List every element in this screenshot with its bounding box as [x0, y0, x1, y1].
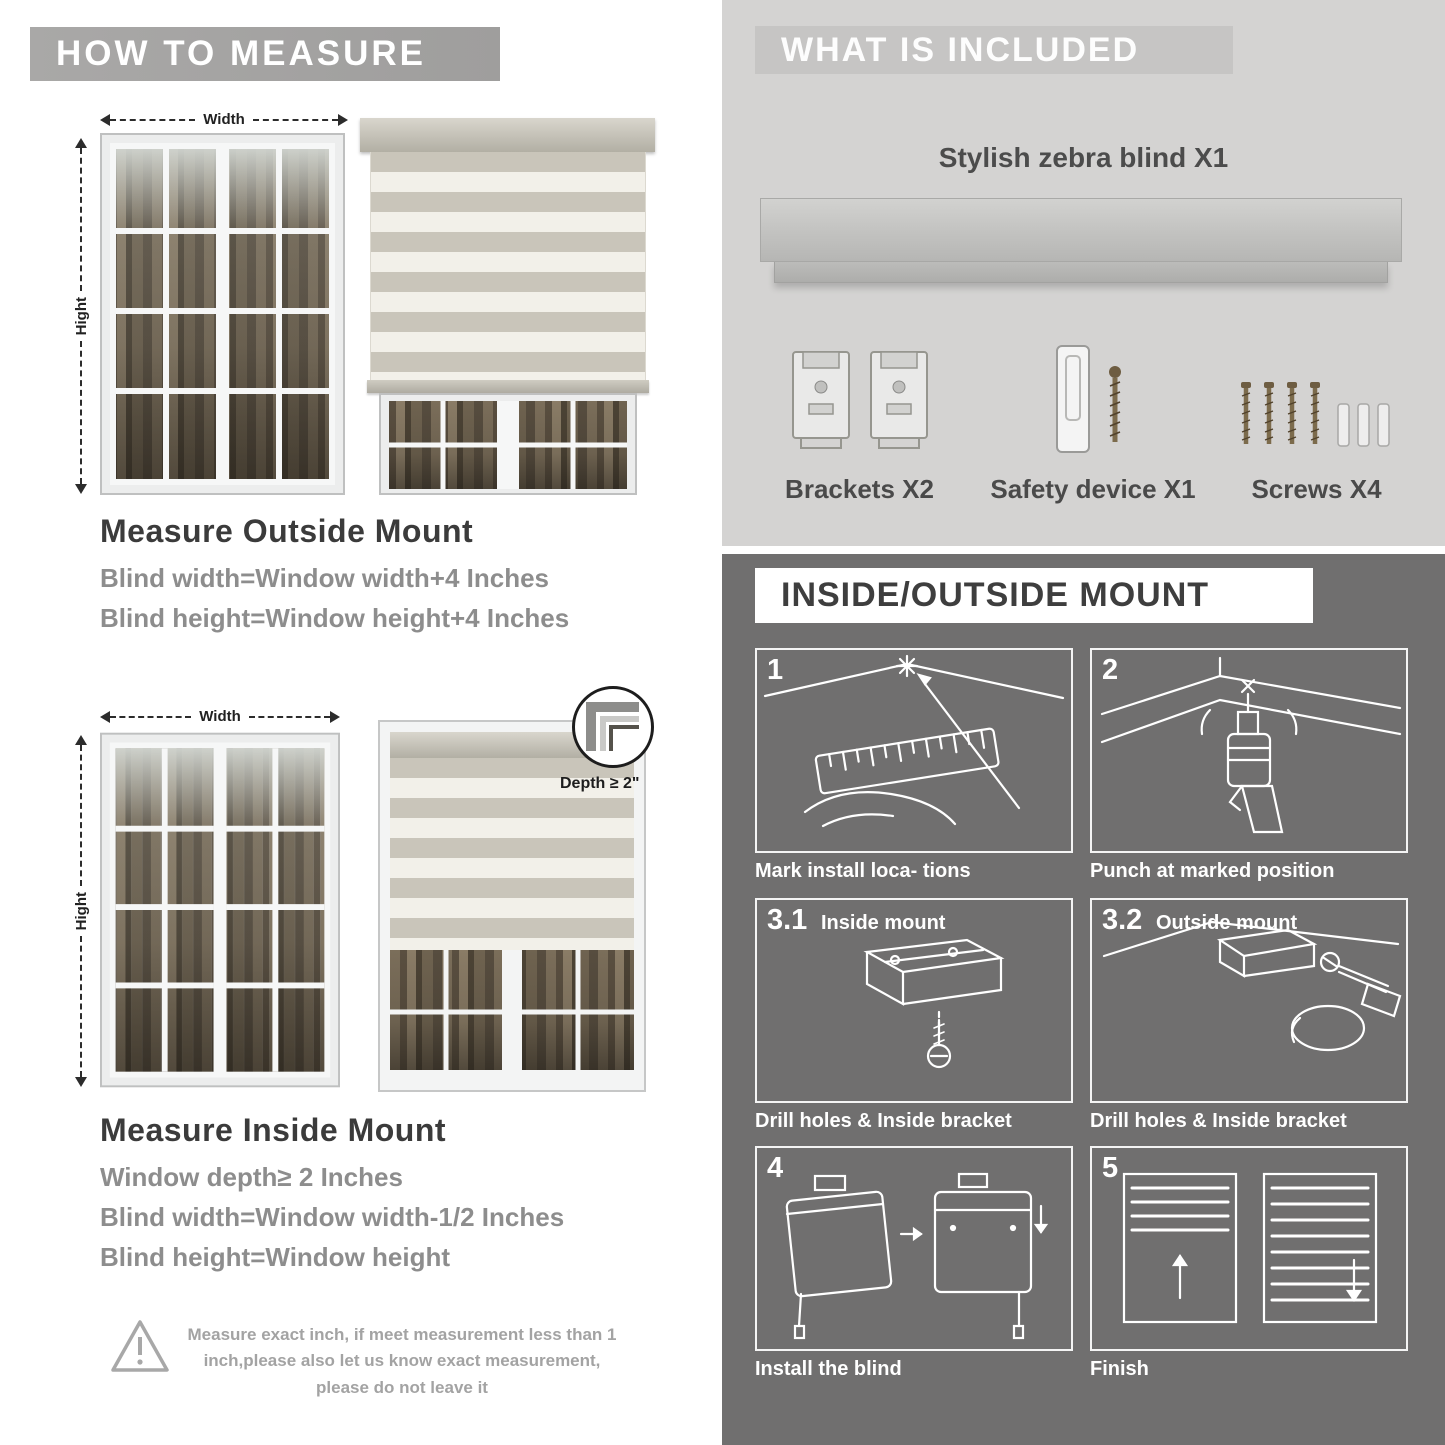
blind-headrail [360, 118, 655, 152]
width-arrow-outside: Width [100, 111, 349, 128]
step-label: Inside mount [821, 912, 946, 934]
brackets-label: Brackets X2 [785, 474, 934, 504]
outside-height-formula: Blind height=Window height+4 Inches [100, 603, 570, 633]
step2-caption: Punch at marked position [1090, 860, 1335, 882]
step5-caption: Finish [1090, 1358, 1149, 1380]
inside-height-formula: Blind height=Window height [100, 1242, 450, 1272]
step-number: 2 [1102, 654, 1119, 686]
step3-2-caption: Drill holes & Inside bracket [1090, 1110, 1347, 1132]
arrow-right-icon [330, 711, 341, 723]
step2-illustration [1100, 656, 1402, 834]
step-panel-5: 5 [1090, 1146, 1408, 1351]
height-arrow-inside: Hight [72, 735, 90, 1088]
depth-callout-circle [572, 686, 654, 768]
window-illustration-outside [100, 133, 345, 495]
arrow-right-icon [338, 114, 349, 126]
screws-label: Screws X4 [1251, 474, 1382, 504]
step5-illustration [1122, 1172, 1378, 1324]
blind-outside-mount-illustration [360, 118, 655, 495]
safety-device-label: Safety device X1 [990, 474, 1196, 504]
width-label: Width [203, 111, 245, 128]
step3-1-illustration [863, 938, 1005, 1069]
height-label: Hight [72, 296, 90, 336]
brackets-icon [785, 332, 935, 460]
window-corner-detail [586, 702, 639, 751]
step-panel-3-2: 3.2 Outside mount [1090, 898, 1408, 1103]
inside-mount-title: Measure Inside Mount [100, 1112, 447, 1148]
zebra-blind-headrail-illustration [760, 198, 1402, 283]
step3-1-caption: Drill holes & Inside bracket [755, 1110, 1012, 1132]
arrow-left-icon [100, 711, 110, 723]
safety-device-icon [1043, 332, 1143, 460]
height-arrow-outside: Hight [72, 138, 90, 495]
step-number: 1 [767, 654, 784, 686]
outside-mount-title: Measure Outside Mount [100, 513, 474, 549]
window-below-blind [378, 393, 637, 495]
inside-outside-mount-header: INSIDE/OUTSIDE MOUNT [755, 568, 1313, 623]
depth-label: Depth ≥ 2" [560, 775, 640, 792]
glass-below-blind [390, 950, 634, 1080]
step-panel-2: 2 [1090, 648, 1408, 853]
width-label: Width [199, 708, 241, 725]
mount-section [722, 554, 1445, 1445]
arrow-up-icon [75, 735, 87, 745]
inside-width-formula: Blind width=Window width-1/2 Inches [100, 1202, 565, 1232]
step1-caption: Mark install loca- tions [755, 860, 971, 882]
what-is-included-header: WHAT IS INCLUDED [755, 26, 1233, 74]
zebra-stripes [390, 758, 634, 950]
step4-caption: Install the blind [755, 1358, 902, 1380]
included-item-brackets: Brackets X2 [752, 332, 967, 505]
inside-depth-rule: Window depth≥ 2 Inches [100, 1162, 403, 1192]
screws-icon [1234, 332, 1399, 460]
arrow-down-icon [75, 484, 87, 495]
warning-triangle-icon [111, 1320, 169, 1372]
headrail-body [760, 198, 1402, 262]
blind-inside-mount-illustration [378, 720, 646, 1092]
zebra-stripes [369, 152, 646, 380]
step3-2-illustration [1102, 920, 1402, 1052]
step-label: Outside mount [1156, 912, 1298, 934]
step-panel-3-1: 3.1 Inside mount [755, 898, 1073, 1103]
included-items-row: Brackets X2 [752, 332, 1414, 505]
measurement-note: Measure exact inch, if meet measurement … [187, 1325, 617, 1397]
outside-width-formula: Blind width=Window width+4 Inches [100, 563, 549, 593]
included-item-screws: Screws X4 [1219, 332, 1414, 505]
product-title: Stylish zebra blind X1 [938, 142, 1229, 173]
step-number: 4 [767, 1152, 784, 1184]
step1-illustration [763, 654, 1065, 828]
step-panel-1: 1 [755, 648, 1073, 853]
step-number: 3.2 [1102, 904, 1143, 936]
step-panel-4: 4 [755, 1146, 1073, 1351]
step-number: 3.1 [767, 904, 808, 936]
height-label: Hight [72, 891, 90, 931]
step-number: 5 [1102, 1152, 1119, 1184]
headrail-lip [774, 262, 1388, 283]
step4-illustration [785, 1172, 1049, 1340]
included-item-safety-device: Safety device X1 [967, 332, 1219, 505]
arrow-down-icon [75, 1077, 87, 1088]
window-illustration-inside [100, 732, 340, 1088]
how-to-measure-header: HOW TO MEASURE [30, 27, 500, 81]
arrow-up-icon [75, 138, 87, 148]
arrow-left-icon [100, 114, 110, 126]
width-arrow-inside: Width [100, 708, 341, 725]
blind-bottomrail [366, 380, 649, 393]
